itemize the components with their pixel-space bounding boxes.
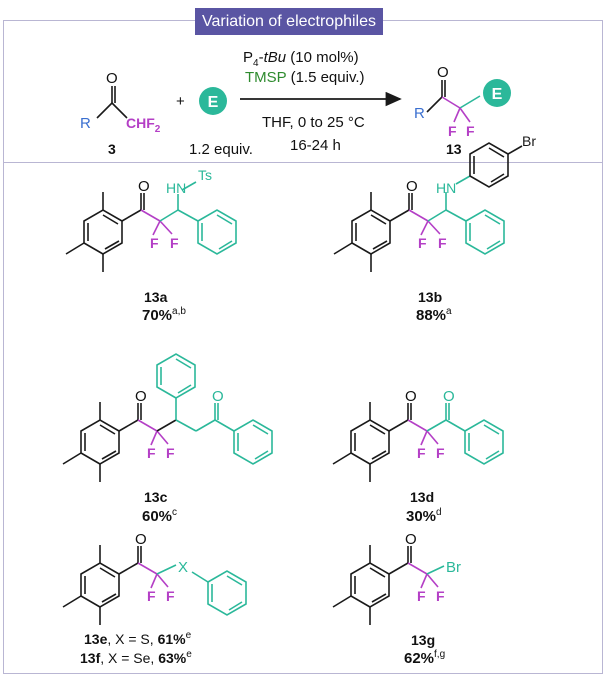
13b-O: O (406, 178, 418, 195)
13g-label: 13g (411, 632, 435, 648)
product-O: O (437, 64, 449, 81)
structure-13d (332, 402, 504, 482)
13d-O1: O (405, 388, 417, 405)
condition-tmsp: TMSP (1.5 equiv.) (245, 69, 365, 86)
reactant-R: R (80, 115, 91, 132)
13c-O2: O (212, 388, 224, 405)
13e-O: O (135, 531, 147, 548)
electrophile-letter: E (208, 94, 219, 111)
13e-F2: F (166, 588, 175, 604)
product-R: R (414, 105, 425, 122)
13b-label: 13b (418, 289, 442, 305)
13c-label: 13c (144, 489, 168, 505)
13d-O2: O (443, 388, 455, 405)
product-electrophile-letter: E (492, 86, 503, 103)
condition-catalyst: P4-tBu (10 mol%) (243, 49, 359, 69)
condition-time: 16-24 h (290, 137, 341, 154)
13c-F2: F (166, 445, 175, 461)
13a-Ts: Ts (198, 167, 212, 183)
structure-13c (62, 353, 273, 482)
13g-F1: F (417, 588, 426, 604)
product-13 (426, 80, 481, 123)
figure-title: Variation of electrophiles (195, 8, 383, 35)
13d-label: 13d (410, 489, 434, 505)
structure-13g (332, 545, 445, 625)
electrophile-equiv: 1.2 equiv. (189, 141, 253, 158)
structure-13b (333, 142, 523, 272)
13g-F2: F (436, 588, 445, 604)
13a-label: 13a (144, 289, 168, 305)
product-electrophile-badge (483, 79, 511, 107)
13d-yield: 30%d (406, 507, 442, 525)
13b-HN: HN (436, 180, 456, 196)
13b-F1: F (418, 235, 427, 251)
reactant-O: O (106, 70, 118, 87)
13d-F1: F (417, 445, 426, 461)
13d-F2: F (436, 445, 445, 461)
13c-O1: O (135, 388, 147, 405)
13a-HN: HN (166, 180, 186, 196)
13g-Br: Br (446, 559, 461, 576)
section-divider (3, 162, 603, 163)
13g-O: O (405, 531, 417, 548)
13a-F1: F (150, 235, 159, 251)
13g-yield: 62%f,g (404, 649, 445, 667)
structure-13e-13f (62, 545, 247, 625)
13b-yield: 88%a (416, 306, 452, 324)
reactant-CHF2: CHF2 (126, 115, 161, 135)
condition-solvent: THF, 0 to 25 °C (262, 114, 365, 131)
electrophile-badge (199, 87, 227, 115)
product-F1: F (448, 123, 457, 139)
13c-F1: F (147, 445, 156, 461)
13c-yield: 60%c (142, 507, 177, 525)
structure-13a (65, 181, 237, 272)
13f-caption: 13f, X = Se, 63%e (80, 649, 192, 666)
13a-O: O (138, 178, 150, 195)
plus-sign: + (176, 93, 185, 110)
13a-F2: F (170, 235, 179, 251)
13b-Br: Br (522, 133, 536, 149)
product-label: 13 (446, 141, 462, 157)
reactant-3 (96, 86, 128, 119)
product-F2: F (466, 123, 475, 139)
13e-X: X (178, 559, 188, 576)
13e-caption: 13e, X = S, 61%e (84, 630, 192, 647)
13b-F2: F (438, 235, 447, 251)
reactant-label: 3 (108, 141, 116, 157)
13e-F1: F (147, 588, 156, 604)
13a-yield: 70%a,b (142, 306, 186, 324)
